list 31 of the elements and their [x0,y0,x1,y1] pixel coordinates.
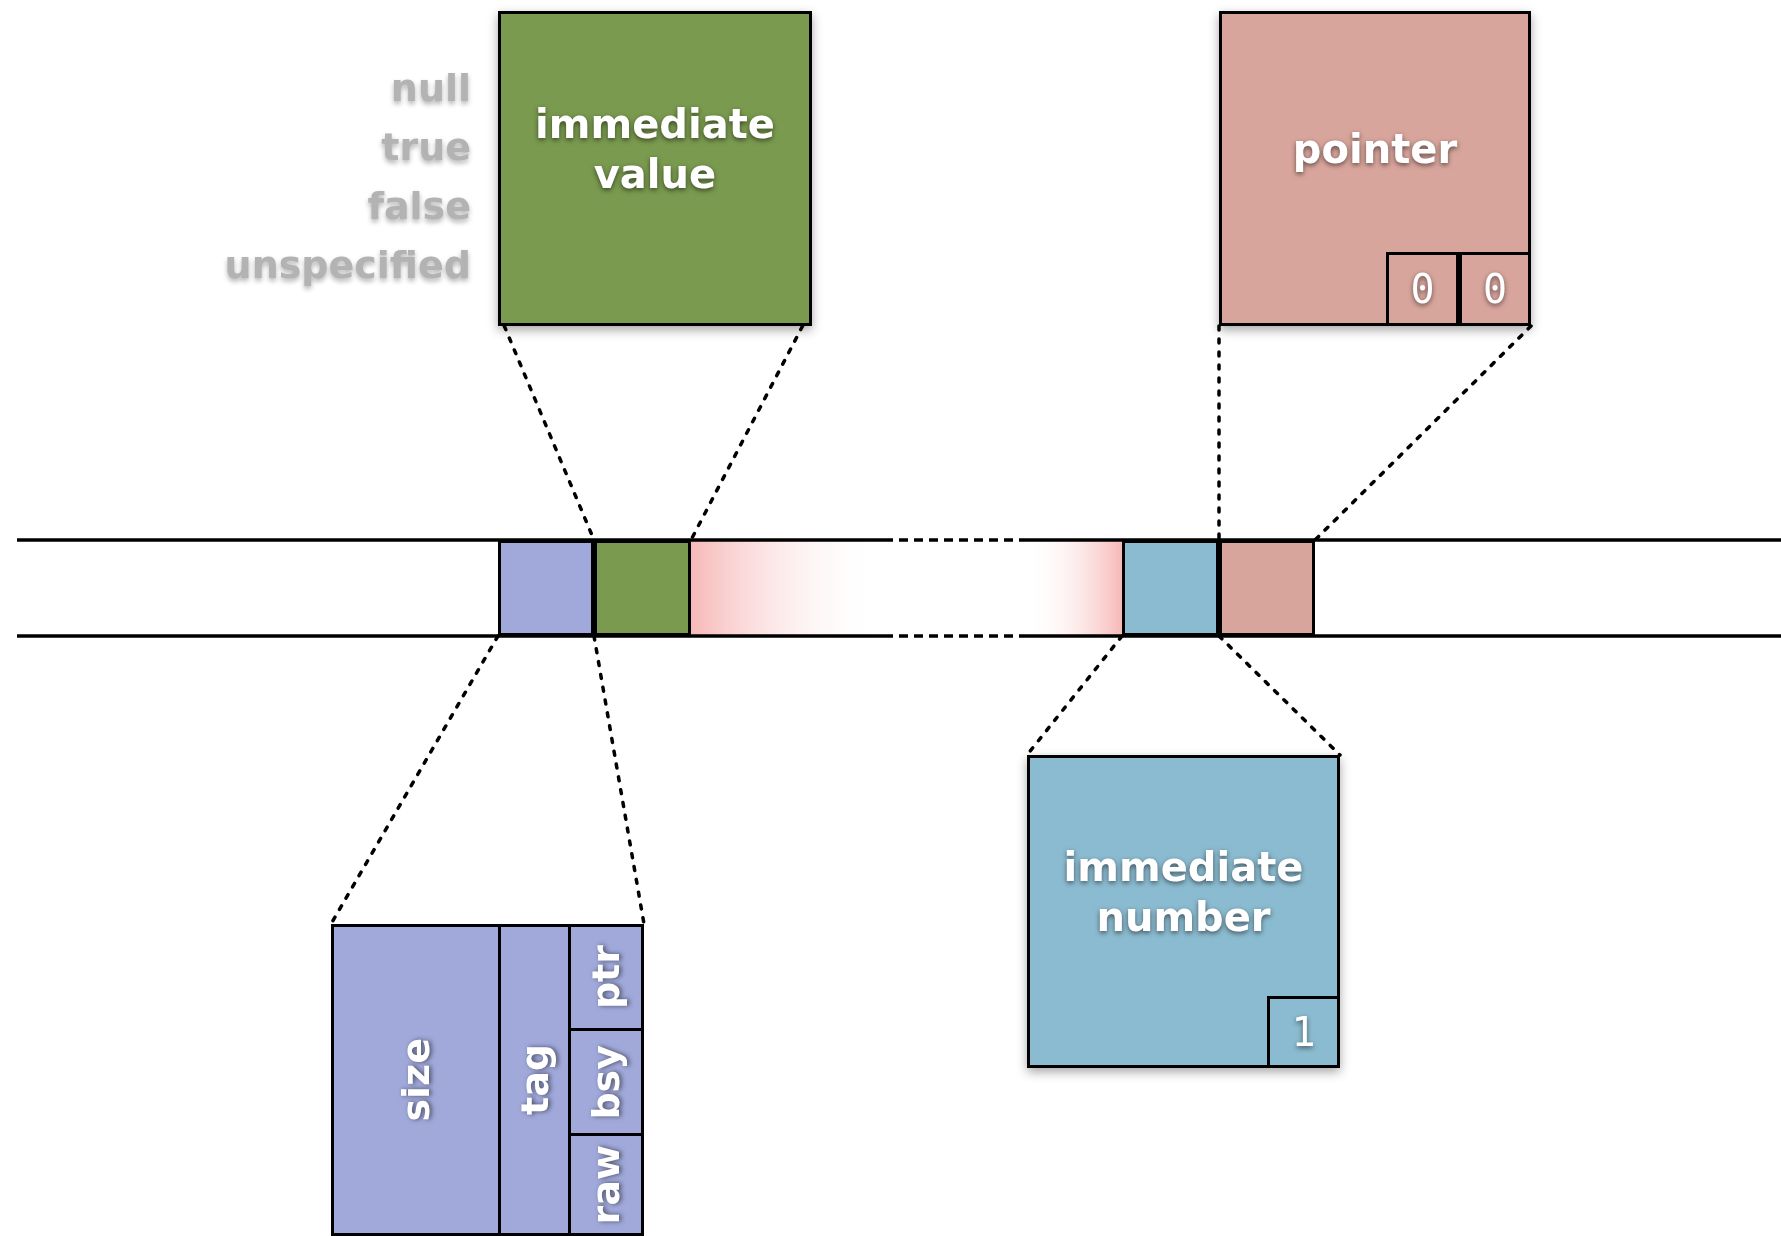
header-box [331,924,644,1236]
bit-cell [1267,996,1340,1068]
field-label: size [397,1038,435,1122]
field-label: tag [515,1044,554,1116]
value-label: false [367,184,471,228]
value-label: true [381,125,471,169]
zoom-line [1217,324,1221,542]
value-box [1219,11,1531,326]
zoom-line [1313,324,1533,542]
bit-value: 0 [1482,265,1508,314]
field-label: ptr [587,945,625,1010]
memory-segment [1219,540,1315,636]
box-title: pointer [1291,124,1459,174]
field-label: bsy [587,1044,625,1120]
bit-cell [1386,252,1459,326]
bit-value: 0 [1410,265,1435,314]
box-title: immediate number [1062,842,1305,942]
value-label: null [390,66,471,110]
box-title: immediate value [534,99,776,199]
value-box [1027,755,1340,1068]
memory-segment [498,540,594,636]
memory-segment [594,540,691,636]
value-label: unspecified [224,243,471,287]
field-label: raw [587,1144,625,1225]
bit-cell [1459,252,1531,326]
zoom-line [689,324,805,542]
zoom-line [592,634,646,926]
zoom-line [1217,634,1342,757]
value-box [498,11,812,326]
memory-segment [1122,540,1219,636]
bit-value: 1 [1291,1008,1316,1057]
